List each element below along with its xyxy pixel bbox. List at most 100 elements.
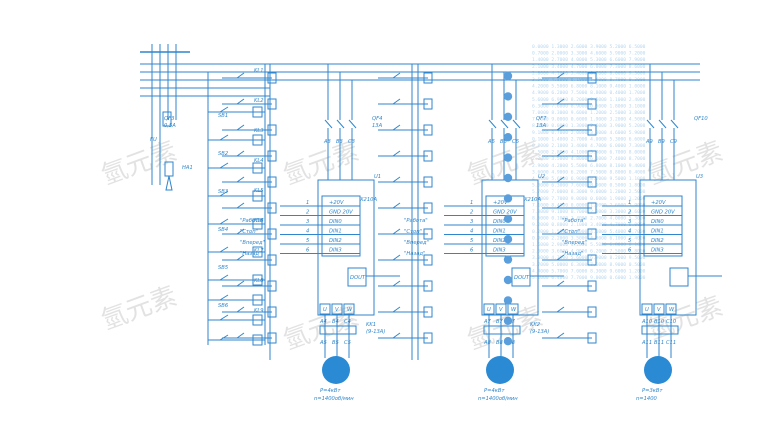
contact-label: A5: [319, 340, 328, 346]
pin-number: 4: [470, 229, 473, 235]
terminal-label: DIN3: [651, 248, 664, 254]
phase-label: V: [499, 307, 503, 313]
coil-label: KL2: [254, 98, 264, 104]
relay-coil: [252, 274, 263, 286]
overlay-text: 8.5000 0.1000 1.4000 2.7000 4.0000 5.300…: [532, 216, 646, 222]
command-label: "Вперед": [240, 240, 265, 246]
overlay-text: 2.2000 3.5000 4.8000 6.1000 7.4000 8.700…: [532, 156, 646, 162]
contact-label: C11: [666, 340, 676, 346]
svg-text:HA1: HA1: [182, 165, 193, 171]
relay-coil: [587, 72, 597, 84]
command-label: "Назад": [240, 251, 261, 257]
breaker-label: QF7: [536, 116, 547, 122]
connection-dot: [503, 337, 513, 346]
relay-coil: [267, 150, 277, 162]
vfd-label: U2: [538, 174, 545, 180]
terminal-label: DIN2: [651, 238, 664, 244]
motor-power: P=4кВт: [484, 388, 505, 394]
overlay-text: 4.9000 6.2000 7.5000 8.8000 0.4000 1.700…: [532, 90, 646, 96]
overlay-text: 5.6000 6.9000 8.2000 9.5000 1.1000 2.400…: [532, 97, 646, 103]
overlay-text: 7.7000 9.0000 0.6000 1.9000 3.2000 4.500…: [532, 117, 646, 123]
connection-dot: [503, 153, 513, 162]
terminal-label: DIN2: [329, 238, 342, 244]
contact-label: B6: [500, 139, 508, 145]
pin-number: 6: [306, 248, 310, 254]
terminal-label: DIN0: [651, 219, 664, 225]
relay-label: SB5: [218, 265, 229, 271]
contact-label: C4: [344, 319, 351, 325]
relay-coil: [587, 228, 597, 240]
terminal-label: DIN1: [493, 229, 506, 235]
overlay-text: 5.0000 6.3000 7.6000 8.9000 0.5000 1.800…: [532, 183, 646, 189]
connection-dot: [503, 316, 513, 325]
relay-coil: [587, 150, 597, 162]
contactor-rating: (9-13A): [366, 329, 385, 335]
pin-number: 1: [470, 200, 473, 206]
overlay-text: 4.2000 5.5000 6.8000 8.1000 9.4000 1.000…: [532, 84, 646, 90]
contact-label: B11: [654, 340, 664, 346]
pin-number: 5: [470, 238, 474, 244]
overlay-text: 2.1000 3.4000 4.7000 6.0000 7.3000 8.600…: [532, 64, 646, 70]
motor-speed: n=1400: [636, 396, 658, 402]
watermark: 氫元素: [97, 281, 181, 336]
motor-icon: [486, 356, 514, 384]
overlay-text: 4.3000 5.6000 6.9000 8.2000 9.5000 1.100…: [532, 176, 646, 182]
lamp-icon: [165, 175, 173, 191]
relay-label: SB6: [218, 303, 229, 309]
motor-power: P=3кВт: [642, 388, 663, 394]
command-label: "Назад": [404, 251, 425, 257]
connection-dot: [503, 112, 513, 122]
terminal-label: DIN3: [329, 248, 342, 254]
contact-label: A3: [323, 139, 331, 145]
terminal-block: [643, 195, 683, 257]
motor-speed: n=1400об/мин: [478, 396, 518, 402]
pin-number: 6: [628, 248, 632, 254]
relay-coil: [267, 332, 277, 344]
watermark: 氫元素: [643, 136, 727, 191]
overlay-text: 3.0000 4.3000 5.6000 6.9000 8.2000 9.500…: [532, 255, 646, 261]
overlay-text: 1.5000 2.8000 4.1000 5.4000 6.7000 8.000…: [532, 150, 646, 156]
relay-label: SB1: [218, 113, 228, 119]
contact-label: A11: [641, 340, 652, 346]
command-label: "Вперед": [404, 240, 429, 246]
connection-dot: [503, 173, 513, 183]
breaker-current: 13A: [372, 123, 383, 129]
vfd-label: U3: [696, 174, 703, 180]
relay-coil: [423, 280, 433, 292]
overlay-text: 0.2000 1.5000 2.8000 4.1000 5.4000 6.700…: [532, 229, 646, 235]
terminal-label: DIN1: [329, 229, 342, 235]
connection-dot: [503, 214, 513, 223]
coil-label: KL3: [254, 128, 264, 134]
relay-coil: [267, 98, 277, 110]
phase-label: U: [487, 307, 491, 313]
terminal-label: DIN3: [493, 248, 506, 254]
overlay-text: 8.4000 0.0000 1.3000 2.6000 3.9000 5.200…: [532, 123, 646, 129]
contactor-rating: (9-13A): [530, 329, 549, 335]
pin-number: 2: [628, 210, 631, 216]
overlay-text: 5.7000 7.0000 8.3000 9.6000 1.2000 2.500…: [532, 189, 646, 195]
motor-power: P=4кВт: [320, 388, 341, 394]
pin-number: 2: [470, 210, 473, 216]
relay-coil: [587, 202, 597, 214]
contact-label: B10: [654, 319, 665, 325]
contactor-block: [483, 325, 521, 335]
overlay-text: 2.3000 3.6000 4.9000 6.2000 7.5000 8.800…: [532, 249, 646, 255]
relay-coil: [252, 190, 263, 202]
relay-coil: [267, 202, 277, 214]
dout-block: [347, 267, 367, 287]
connection-dot: [503, 92, 513, 101]
relay-coil: [252, 106, 263, 118]
terminal-label: GND 20V: [329, 210, 353, 216]
connection-dot: [503, 133, 513, 142]
phase-label: W: [511, 307, 517, 313]
relay-label: SB2: [218, 151, 228, 157]
breaker-label: QF10: [694, 116, 708, 122]
left-control-panel: QF3 0,5A FU HA1 SB1SB2SB3SB4SB5SB6KL1KL2…: [150, 68, 265, 346]
connection-dot: [503, 255, 513, 264]
command-label: "Работа": [240, 218, 264, 224]
overlay-text: 4.4000 5.7000 7.0000 8.3000 9.6000 1.200…: [532, 268, 646, 274]
connection-dot: [503, 296, 513, 305]
coil-label: KL7: [254, 248, 264, 254]
